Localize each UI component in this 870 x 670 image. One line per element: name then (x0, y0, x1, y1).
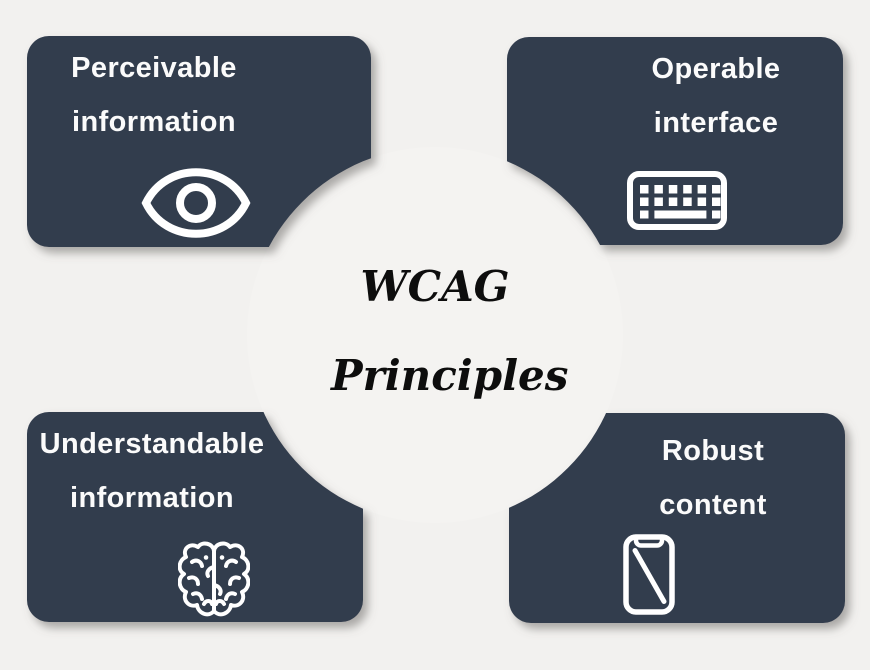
card-title-operable: Operable interface (596, 42, 836, 150)
card-shape-understandable (27, 412, 363, 622)
card-title-line: Robust (661, 435, 765, 467)
center-title-wcag: WCAG (360, 262, 510, 311)
center-title-principles: Principles (331, 351, 569, 400)
card-title-line: Operable (651, 53, 781, 85)
card-title-line: information (72, 106, 236, 138)
card-shape-robust (509, 413, 845, 623)
card-title-understandable: Understandable information (32, 417, 272, 525)
smartphone-icon (623, 534, 675, 615)
card-title-line: Perceivable (71, 52, 237, 84)
brain-icon (178, 538, 250, 620)
eye-icon (141, 166, 251, 240)
card-title-line: Understandable (39, 428, 265, 460)
card-title-line: information (70, 482, 234, 514)
card-shape-perceivable (27, 36, 371, 247)
keyboard-icon (627, 171, 727, 230)
card-title-line: interface (653, 107, 779, 139)
card-shape-operable (507, 37, 843, 245)
card-title-robust: Robust content (593, 424, 833, 532)
card-title-perceivable: Perceivable information (34, 41, 274, 149)
card-title-line: content (659, 489, 767, 521)
